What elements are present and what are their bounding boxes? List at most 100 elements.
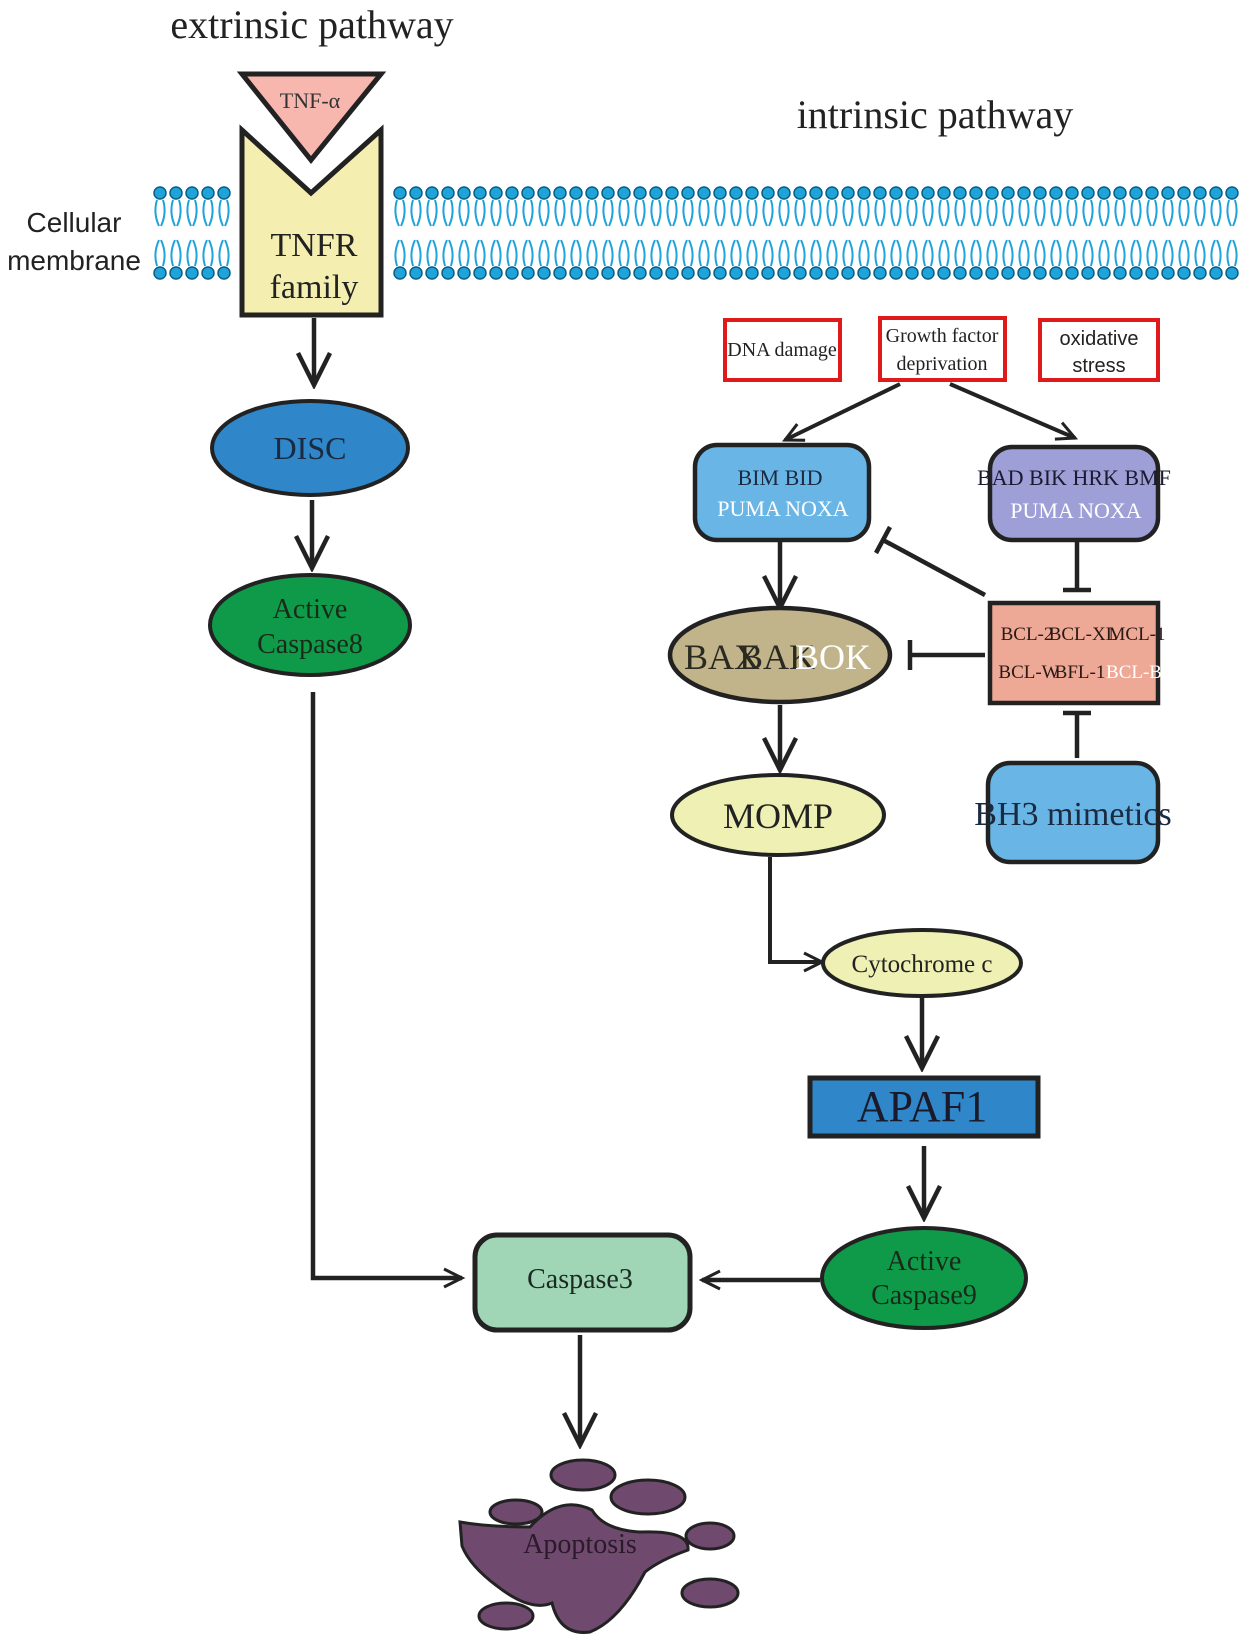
- lipid-head: [521, 186, 535, 200]
- extrinsic-pathway-title: extrinsic pathway: [170, 2, 453, 47]
- bfl1-label: BFL-1: [1055, 662, 1106, 683]
- lipid-tail: [154, 199, 166, 227]
- tnfr-receptor: [239, 124, 384, 318]
- bh3-sensitizers-line1: BAD BIK HRK BMF: [977, 465, 1171, 490]
- lipid-tail: [1162, 239, 1174, 267]
- caspase3-label: Caspase3: [527, 1264, 633, 1295]
- cell-membrane: [153, 186, 1239, 280]
- lipid-tail: [666, 239, 678, 267]
- bh3-activators-line1: BIM BID: [738, 465, 823, 490]
- apoptotic-body: [680, 1577, 740, 1609]
- lipid-head: [201, 186, 215, 200]
- lipid-tail: [698, 239, 710, 267]
- oxidative-stress-label-line1: oxidative: [1060, 328, 1139, 350]
- lipid-head: [697, 186, 711, 200]
- lipid-tail: [938, 239, 950, 267]
- caspase8-label-line1: Active: [273, 594, 348, 625]
- apoptotic-body: [549, 1458, 617, 1492]
- lipid-head: [729, 186, 743, 200]
- lipid-head: [921, 186, 935, 200]
- lipid-head: [489, 266, 503, 280]
- lipid-tail: [618, 239, 630, 267]
- lipid-tail: [554, 239, 566, 267]
- lipid-head: [409, 186, 423, 200]
- lipid-head: [617, 186, 631, 200]
- lipid-tail: [570, 239, 582, 267]
- lipid-head: [921, 266, 935, 280]
- lipid-tail: [602, 239, 614, 267]
- active-caspase9-node: [820, 1226, 1028, 1330]
- tnf-alpha-ligand: [236, 71, 387, 164]
- lipid-tail: [506, 199, 518, 227]
- lipid-tail: [762, 199, 774, 227]
- dna-damage-label: DNA damage: [727, 339, 837, 361]
- bax-bak-bok-node: [667, 605, 893, 705]
- lipid-head: [1177, 186, 1191, 200]
- lipid-head: [521, 266, 535, 280]
- lipid-head: [953, 186, 967, 200]
- lipid-head: [1001, 266, 1015, 280]
- lipid-tail: [522, 199, 534, 227]
- lipid-tail: [730, 199, 742, 227]
- lipid-head: [713, 186, 727, 200]
- lipid-tail: [570, 199, 582, 227]
- lipid-head: [857, 266, 871, 280]
- apoptotic-body: [477, 1601, 535, 1631]
- lipid-head: [1145, 186, 1159, 200]
- lipid-head: [201, 266, 215, 280]
- lipid-head: [473, 266, 487, 280]
- bh3-activators-box: [692, 442, 872, 543]
- lipid-head: [393, 266, 407, 280]
- lipid-head: [489, 186, 503, 200]
- lipid-head: [681, 186, 695, 200]
- lipid-head: [1049, 266, 1063, 280]
- caspase9-label-line2: Caspase9: [871, 1280, 977, 1311]
- lipid-tail: [922, 199, 934, 227]
- lipid-head: [793, 266, 807, 280]
- lipid-tail: [666, 199, 678, 227]
- lipid-head: [1113, 266, 1127, 280]
- lipid-head: [665, 186, 679, 200]
- dna-damage-box: [723, 318, 842, 382]
- lipid-tail: [858, 239, 870, 267]
- lipid-tail: [1178, 199, 1190, 227]
- growth-factor-box: [878, 316, 1007, 382]
- lipid-head: [441, 186, 455, 200]
- lipid-tail: [490, 199, 502, 227]
- lipid-head: [569, 186, 583, 200]
- lipid-tail: [426, 199, 438, 227]
- lipid-head: [809, 266, 823, 280]
- lipid-head: [1001, 186, 1015, 200]
- lipid-tail: [506, 239, 518, 267]
- oxidative-stress-box: [1038, 318, 1160, 382]
- lipid-tail: [650, 199, 662, 227]
- lipid-tail: [410, 199, 422, 227]
- lipid-tail: [1002, 199, 1014, 227]
- lipid-head: [537, 266, 551, 280]
- lipid-head: [1209, 186, 1223, 200]
- caspase8-label-line2: Caspase8: [257, 629, 363, 660]
- lipid-tail: [826, 239, 838, 267]
- lipid-tail: [810, 199, 822, 227]
- lipid-head: [841, 186, 855, 200]
- lipid-tail: [1130, 199, 1142, 227]
- bok-label: BOK: [795, 637, 871, 677]
- anti-apoptotic-box: [987, 600, 1161, 706]
- membrane-label-line1: Cellular: [27, 207, 122, 238]
- lipid-tail: [1194, 239, 1206, 267]
- lipid-head: [185, 266, 199, 280]
- lipid-tail: [874, 199, 886, 227]
- lipid-tail: [218, 239, 230, 267]
- lipid-head: [649, 186, 663, 200]
- lipid-tail: [394, 239, 406, 267]
- bclw-label: BCL-W: [998, 662, 1059, 683]
- lipid-tail: [1210, 239, 1222, 267]
- oxidative-stress-label-line2: stress: [1072, 355, 1125, 377]
- tnf-alpha-label: TNF-α: [280, 88, 341, 113]
- lipid-tail: [794, 239, 806, 267]
- bh3-activators-line2: PUMA NOXA: [717, 496, 849, 521]
- intrinsic-pathway-title: intrinsic pathway: [797, 92, 1074, 137]
- lipid-head: [505, 266, 519, 280]
- lipid-tail: [1066, 239, 1078, 267]
- lipid-head: [1081, 266, 1095, 280]
